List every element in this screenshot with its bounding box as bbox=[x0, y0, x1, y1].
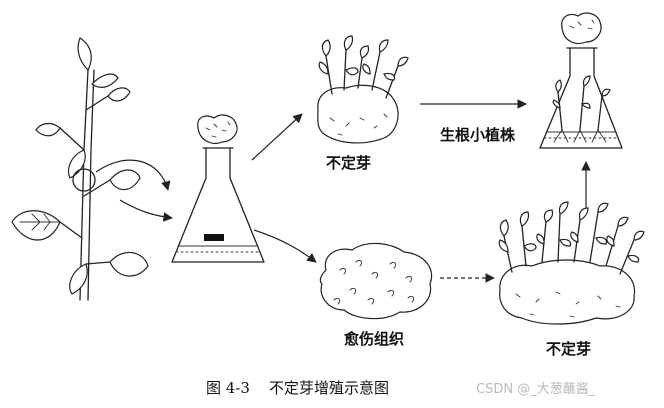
arrow-flask-to-callus bbox=[253, 229, 317, 263]
label-adventitious-bud-top: 不定芽 bbox=[326, 154, 371, 172]
rooting-flask bbox=[539, 12, 623, 149]
culture-flask bbox=[171, 114, 265, 263]
label-callus: 愈伤组织 bbox=[344, 330, 404, 348]
arrow-plant-to-flask-2 bbox=[119, 199, 173, 222]
adventitious-bud-cluster-top bbox=[317, 35, 409, 144]
figure-caption: 图 4-3 不定芽增殖示意图 bbox=[206, 379, 389, 397]
watermark: CSDN @_大葱蘸酱_ bbox=[476, 382, 596, 397]
callus-tissue bbox=[319, 242, 433, 320]
label-rooting-plantlet: 生根小植株 bbox=[440, 126, 516, 144]
adventitious-bud-cluster-bottom bbox=[498, 201, 645, 325]
label-adventitious-bud-bottom: 不定芽 bbox=[546, 340, 591, 358]
arrow-plant-to-flask-1 bbox=[95, 159, 171, 191]
arrow-flask-to-bud bbox=[251, 113, 303, 161]
mother-plant bbox=[11, 37, 149, 301]
